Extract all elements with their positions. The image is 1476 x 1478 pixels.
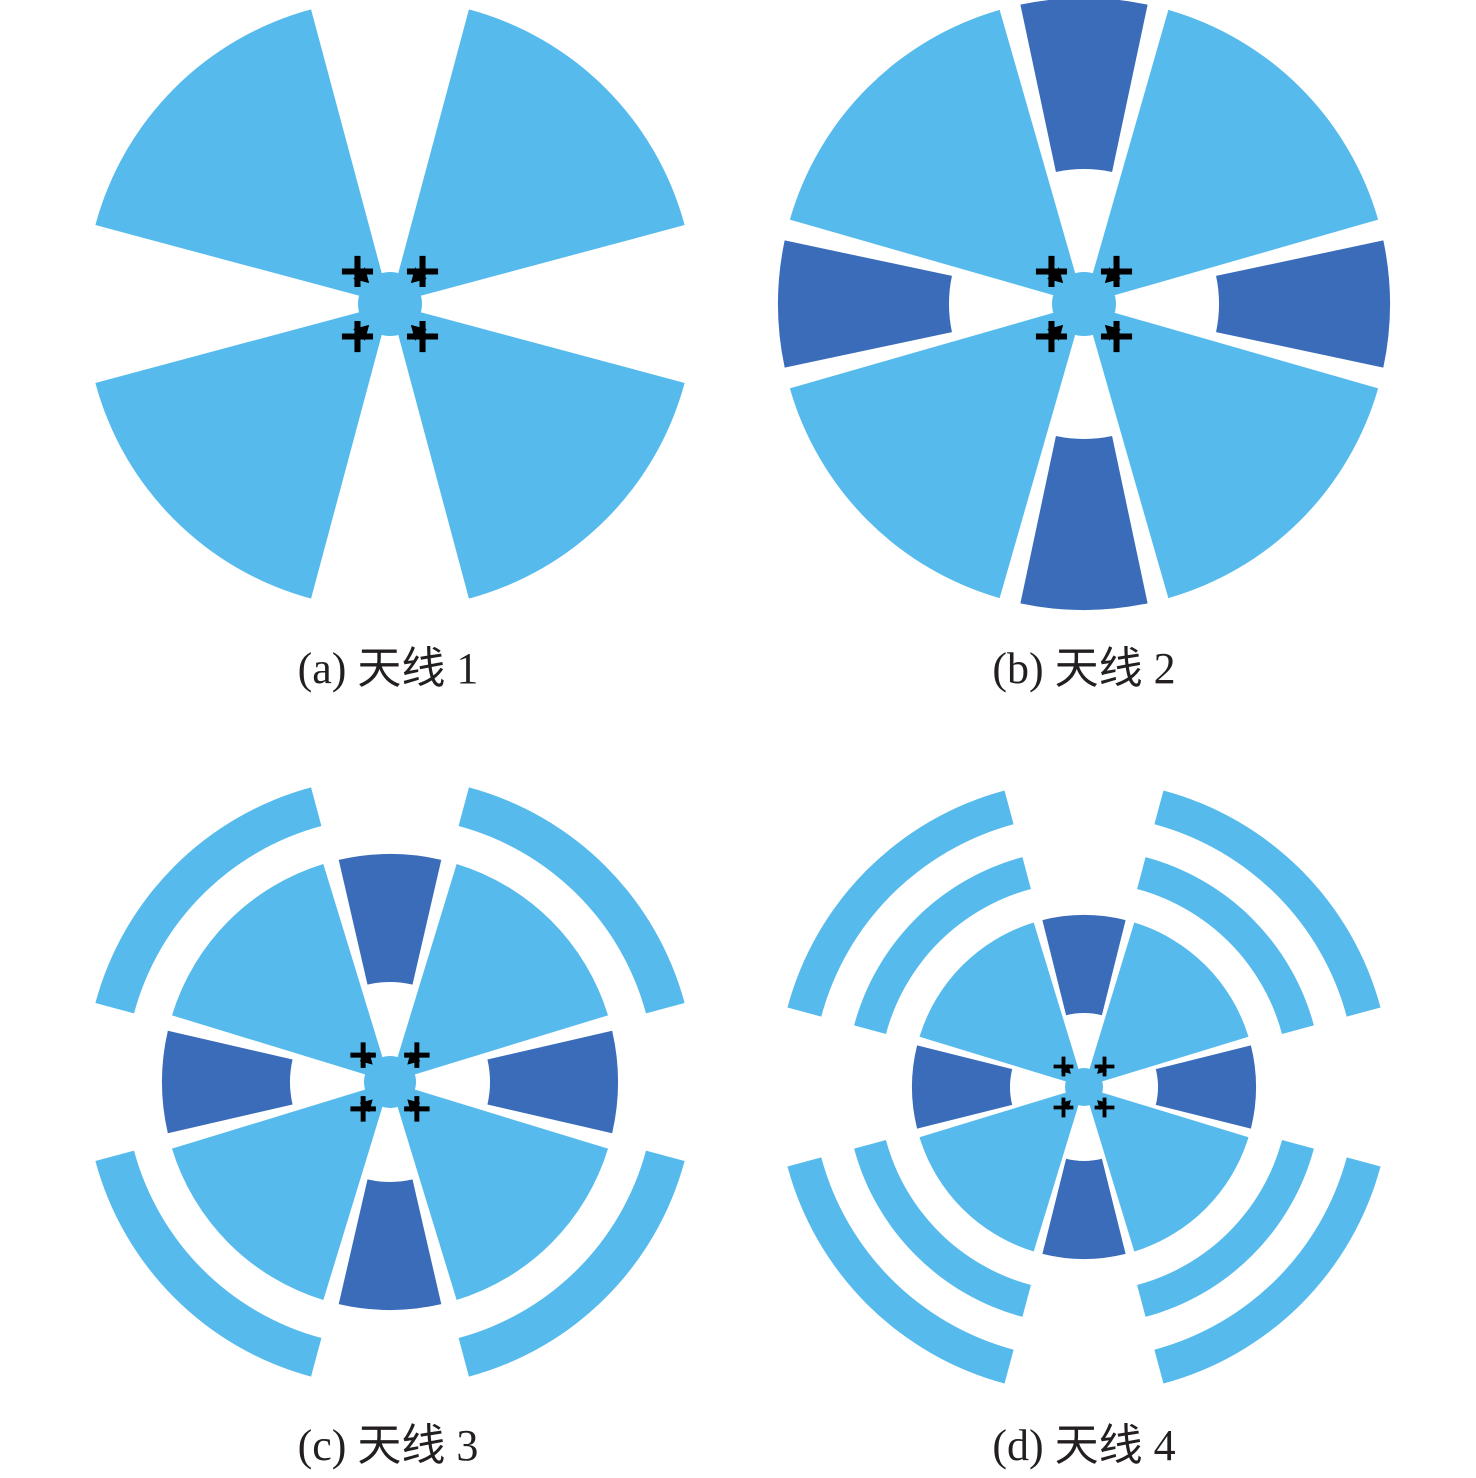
outer-arc [458,787,685,1014]
caption-antenna-2: (b) 天线 2 [992,644,1175,693]
caption-antenna-1: (a) 天线 1 [298,644,479,693]
cross-arrow-icon [406,320,439,353]
light-sector [919,1089,1082,1252]
light-sector [1086,1089,1249,1252]
light-sector [789,306,1082,599]
dark-sector [1155,1045,1256,1129]
outer-arc [787,790,1014,1017]
cross-arrow-icon [404,1096,430,1122]
dark-sector [162,1030,293,1134]
outer-arc [787,1157,1014,1384]
light-sector [789,9,1082,302]
cross-arrow-icon [1100,255,1133,288]
light-sector [393,9,685,301]
dark-sector [912,1045,1013,1129]
light-sector [95,9,387,301]
cross-arrow-icon [1035,255,1068,288]
cross-arrow-icon [406,255,439,288]
dark-sector [778,240,952,368]
light-sector [171,1084,388,1301]
panel-antenna-1 [95,9,685,599]
feed-hub [358,272,422,336]
panel-antenna-4 [787,790,1381,1384]
feed-hub [364,1056,416,1108]
cross-arrow-icon [350,1096,376,1122]
cross-arrow-icon [1053,1056,1074,1077]
cross-arrow-icon [1100,320,1133,353]
middle-arc [854,857,1031,1034]
middle-arc [1137,857,1314,1034]
light-sector [919,922,1082,1085]
cross-arrow-icon [341,255,374,288]
cross-arrow-icon [1053,1097,1074,1118]
light-sector [171,863,388,1080]
light-sector [1086,306,1379,599]
light-sector [1086,922,1249,1085]
dark-sector [1216,240,1390,368]
cross-arrow-icon [1094,1056,1115,1077]
dark-sector [1042,914,1126,1016]
outer-arc [95,787,322,1014]
dark-sector [338,854,442,985]
light-sector [392,863,609,1080]
feed-hub [1052,272,1116,336]
dark-sector [1020,436,1148,611]
dark-sector [1042,1158,1126,1259]
light-sector [393,307,685,599]
middle-arc [1137,1140,1314,1317]
caption-antenna-4: (d) 天线 4 [992,1421,1175,1470]
panel-antenna-3 [95,787,685,1377]
dark-sector [487,1030,618,1134]
panel-antenna-2 [778,0,1390,611]
outer-arc [1154,1157,1381,1384]
caption-antenna-3: (c) 天线 3 [298,1421,479,1470]
cross-arrow-icon [404,1042,430,1068]
light-sector [95,307,387,599]
cross-arrow-icon [1094,1097,1115,1118]
cross-arrow-icon [1035,320,1068,353]
middle-arc [854,1140,1031,1317]
outer-arc [1154,790,1381,1017]
outer-arc [95,1150,322,1377]
outer-arc [458,1150,685,1377]
feed-hub [1065,1068,1103,1106]
dark-sector [338,1179,442,1310]
light-sector [392,1084,609,1301]
cross-arrow-icon [341,320,374,353]
dark-sector [1020,0,1148,172]
light-sector [1086,9,1379,302]
cross-arrow-icon [350,1042,376,1068]
